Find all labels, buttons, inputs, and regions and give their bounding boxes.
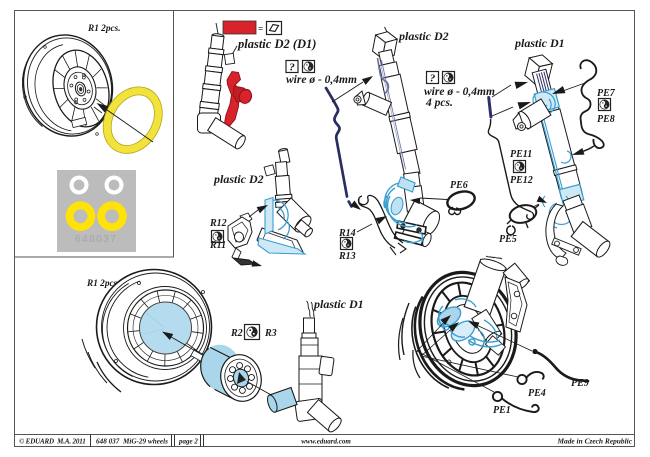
svg-text:PE11: PE11	[510, 149, 532, 160]
svg-text:R11: R11	[209, 240, 226, 251]
svg-text:4 pcs.: 4 pcs.	[425, 97, 453, 109]
svg-text:R3: R3	[264, 328, 277, 339]
svg-text:R12: R12	[209, 218, 227, 229]
svg-text:648 037 MiG-29 wheels: 648 037 MiG-29 wheels	[96, 438, 168, 446]
svg-text:© EDUARD M.A. 2011: © EDUARD M.A. 2011	[19, 438, 86, 446]
svg-text:R13: R13	[338, 251, 356, 262]
svg-text:R1 2pcs.: R1 2pcs.	[86, 279, 120, 289]
svg-text:PE7: PE7	[597, 88, 616, 99]
svg-text:wire ø - 0,4mm: wire ø - 0,4mm	[286, 74, 357, 86]
svg-text:www.eduard.com: www.eduard.com	[301, 438, 351, 446]
svg-text:page 2: page 2	[178, 438, 198, 446]
svg-text:648037: 648037	[75, 233, 117, 245]
svg-text:R2: R2	[230, 328, 243, 339]
svg-text:PE6: PE6	[450, 180, 468, 191]
svg-text:R14: R14	[338, 228, 356, 239]
svg-text:PE12: PE12	[510, 175, 533, 186]
svg-text:R1 2pcs.: R1 2pcs.	[87, 24, 121, 34]
svg-text:plastic D1: plastic D1	[514, 36, 565, 50]
svg-text:=: =	[258, 24, 263, 34]
svg-text:plastic D1: plastic D1	[313, 297, 364, 311]
svg-text:PE8: PE8	[597, 114, 615, 125]
svg-text:plastic D2: plastic D2	[213, 172, 264, 186]
svg-text:wire ø - 0,4mm: wire ø - 0,4mm	[424, 86, 495, 98]
svg-text:?: ?	[289, 62, 295, 74]
svg-text:PE1: PE1	[493, 405, 511, 416]
svg-text:PE5: PE5	[499, 234, 517, 245]
svg-text:Made in Czech Republic: Made in Czech Republic	[556, 437, 632, 446]
svg-text:PE9: PE9	[571, 378, 589, 389]
svg-text:PE4: PE4	[528, 388, 546, 399]
svg-text:plastic D2: plastic D2	[398, 29, 449, 43]
svg-text:plastic D2 (D1): plastic D2 (D1)	[237, 37, 316, 51]
